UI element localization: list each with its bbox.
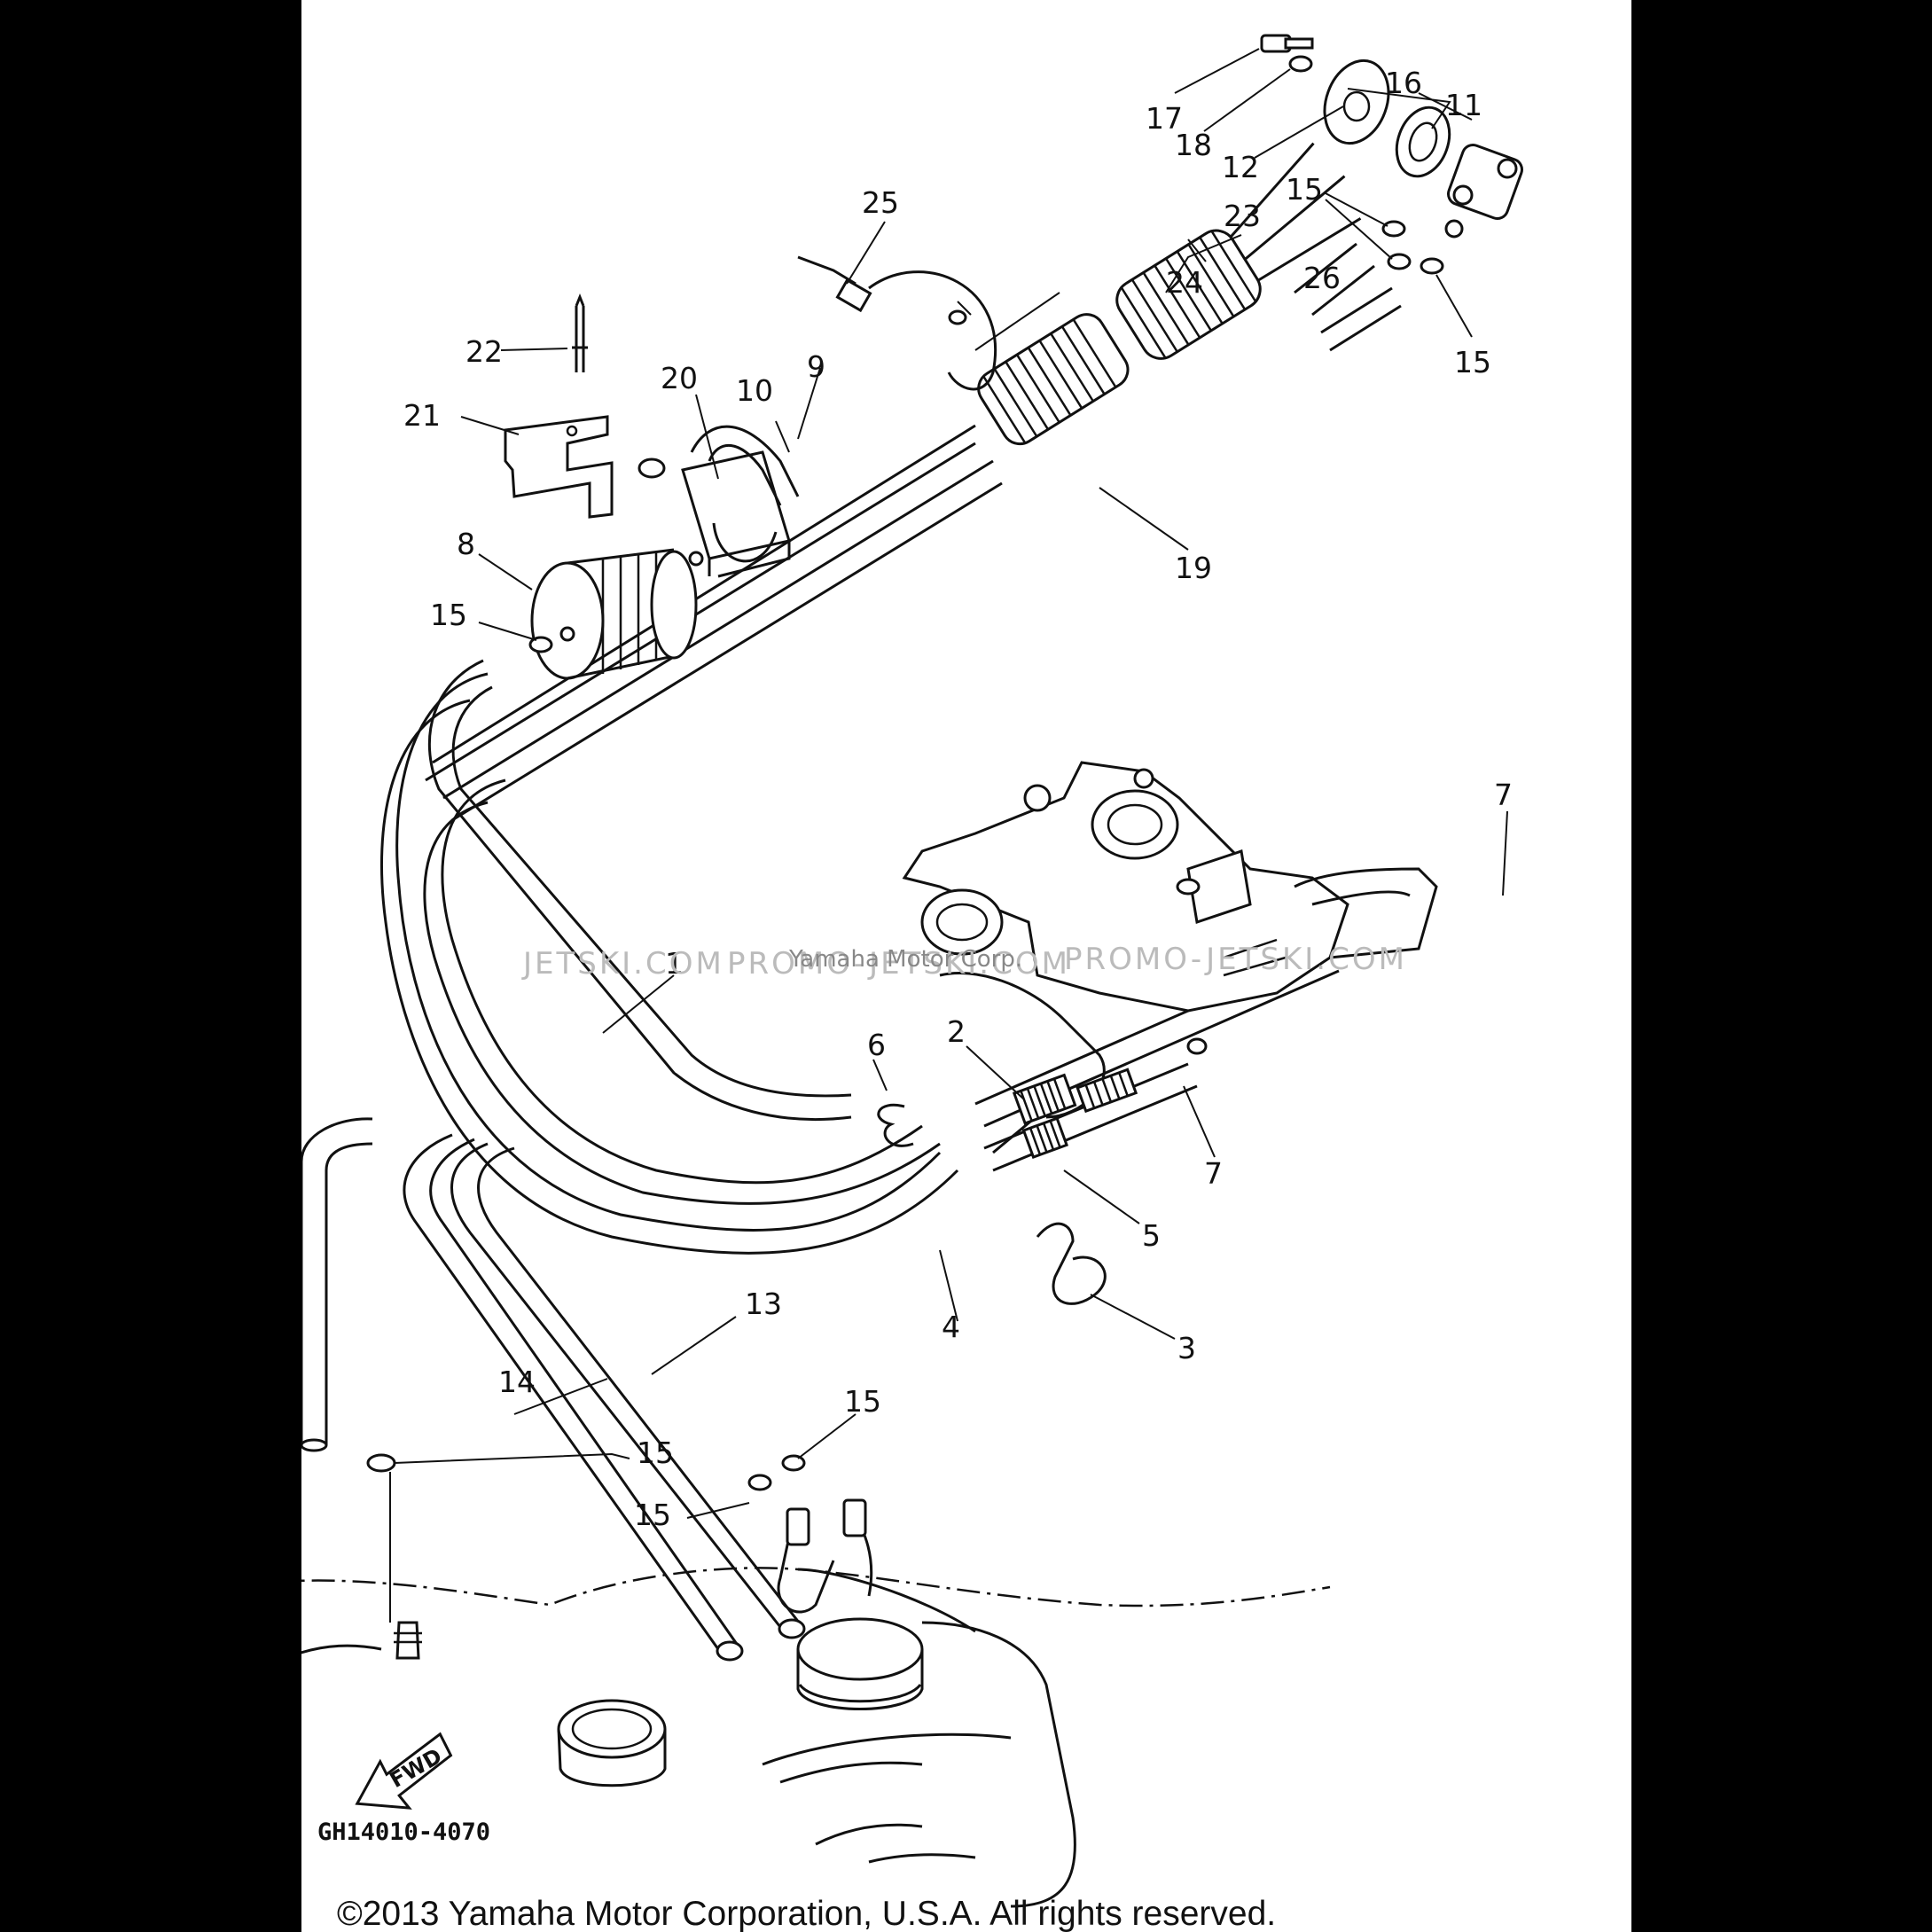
- callout-21: 21: [403, 398, 441, 433]
- callout-18: 18: [1175, 128, 1212, 162]
- carburetor-block: [902, 761, 1438, 1159]
- callout-8: 8: [457, 527, 475, 561]
- watermark-right: PROMO-JETSKI.COM: [1064, 942, 1407, 977]
- fuel-cock-assembly: [1260, 34, 1523, 275]
- leader-lines: [389, 48, 1508, 1623]
- callout-10: 10: [736, 373, 773, 408]
- callout-15f: 15: [634, 1498, 671, 1532]
- callout-2: 2: [947, 1014, 966, 1049]
- copyright-notice: ©2013 Yamaha Motor Corporation, U.S.A. A…: [337, 1895, 1277, 1932]
- parts-diagram-sheet: FWD: [301, 0, 1631, 1932]
- fwd-arrow-icon: FWD: [355, 1732, 453, 1810]
- bracket: [504, 293, 614, 519]
- callout-15c: 15: [430, 598, 467, 632]
- callout-23: 23: [1224, 199, 1261, 233]
- watermark-overlay: Yamaha Motor Corp.: [788, 946, 1022, 973]
- drawing-code: GH14010-4070: [317, 1819, 490, 1846]
- callout-24: 24: [1166, 265, 1203, 300]
- callout-9: 9: [807, 349, 825, 384]
- callout-6: 6: [867, 1028, 886, 1062]
- callout-16: 16: [1385, 66, 1422, 100]
- clips: [877, 1103, 1107, 1305]
- tank-fittings: [366, 1453, 873, 1614]
- watermark-middle: PROMO-JETSKI.COM: [727, 946, 1070, 982]
- callout-22: 22: [465, 334, 503, 369]
- fuel-tank: [301, 1567, 1331, 1908]
- fuel-filter: [528, 425, 800, 680]
- callout-3: 3: [1177, 1331, 1196, 1365]
- callout-17: 17: [1146, 101, 1183, 136]
- callout-19: 19: [1175, 551, 1212, 585]
- exploded-view-drawing: FWD: [301, 34, 1523, 1908]
- callout-15a: 15: [1286, 172, 1323, 207]
- callout-14: 14: [498, 1365, 536, 1399]
- callout-12: 12: [1222, 150, 1259, 184]
- callout-13: 13: [745, 1287, 782, 1321]
- callout-1: 1: [665, 946, 684, 981]
- callout-labels: 17 18 12 16 11 15 15 25 23 24 26 22 21 2…: [403, 66, 1513, 1532]
- callout-15d: 15: [844, 1384, 881, 1419]
- callout-5: 5: [1142, 1218, 1161, 1253]
- callout-11: 11: [1445, 88, 1482, 122]
- callout-7b: 7: [1204, 1156, 1223, 1191]
- callout-15b: 15: [1454, 345, 1491, 379]
- callout-15e: 15: [637, 1435, 674, 1470]
- bellows-boot: [977, 142, 1402, 446]
- callout-25: 25: [862, 185, 899, 220]
- filter-holder: [681, 450, 791, 578]
- watermarks: JETSKI.COM PROMO-JETSKI.COM PROMO-JETSKI…: [521, 942, 1407, 982]
- watermark-left: JETSKI.COM: [521, 946, 724, 982]
- callout-26: 26: [1303, 261, 1341, 295]
- callout-20: 20: [661, 361, 698, 395]
- callout-4: 4: [942, 1310, 960, 1344]
- callout-7a: 7: [1494, 778, 1513, 812]
- band-clamp: [797, 255, 997, 391]
